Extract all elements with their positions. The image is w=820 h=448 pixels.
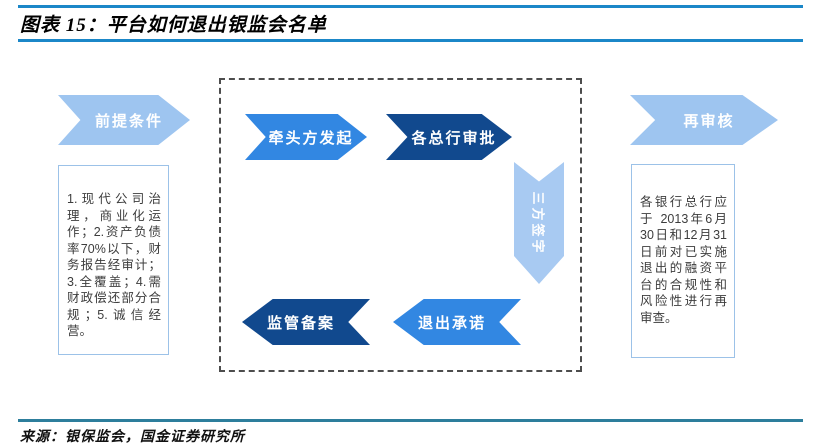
figure-title: 图表 15：平台如何退出银监会名单 — [20, 15, 327, 36]
recheck-note: 各银行总行应于 2013年6月30日和12月31日前对已实施退出的融资平台的合规… — [631, 164, 735, 358]
footer-rule — [18, 419, 803, 422]
prerequisites-note: 1.现代公司治理，商业化运作；2.资产负债率70%以下，财务报告经审计；3.全覆… — [58, 165, 169, 355]
step-approval-label: 各总行审批 — [411, 129, 497, 147]
process-frame — [219, 78, 582, 372]
prerequisites-label: 前提条件 — [94, 112, 163, 130]
step-initiate-label: 牵头方发起 — [268, 129, 354, 147]
step-signature-label: 三方签字 — [530, 190, 546, 256]
step-commitment-label: 退出承诺 — [417, 314, 486, 332]
step-signature-arrow: 三方签字 — [514, 162, 564, 284]
title-rule-bottom — [18, 39, 803, 42]
prerequisites-pennant: 前提条件 — [58, 95, 190, 145]
recheck-pennant: 再审核 — [630, 95, 778, 145]
source-note: 来源：银保监会，国金证券研究所 — [20, 430, 245, 445]
step-filing-label: 监管备案 — [266, 314, 335, 332]
recheck-label: 再审核 — [683, 112, 735, 130]
title-rule-top — [18, 5, 803, 8]
